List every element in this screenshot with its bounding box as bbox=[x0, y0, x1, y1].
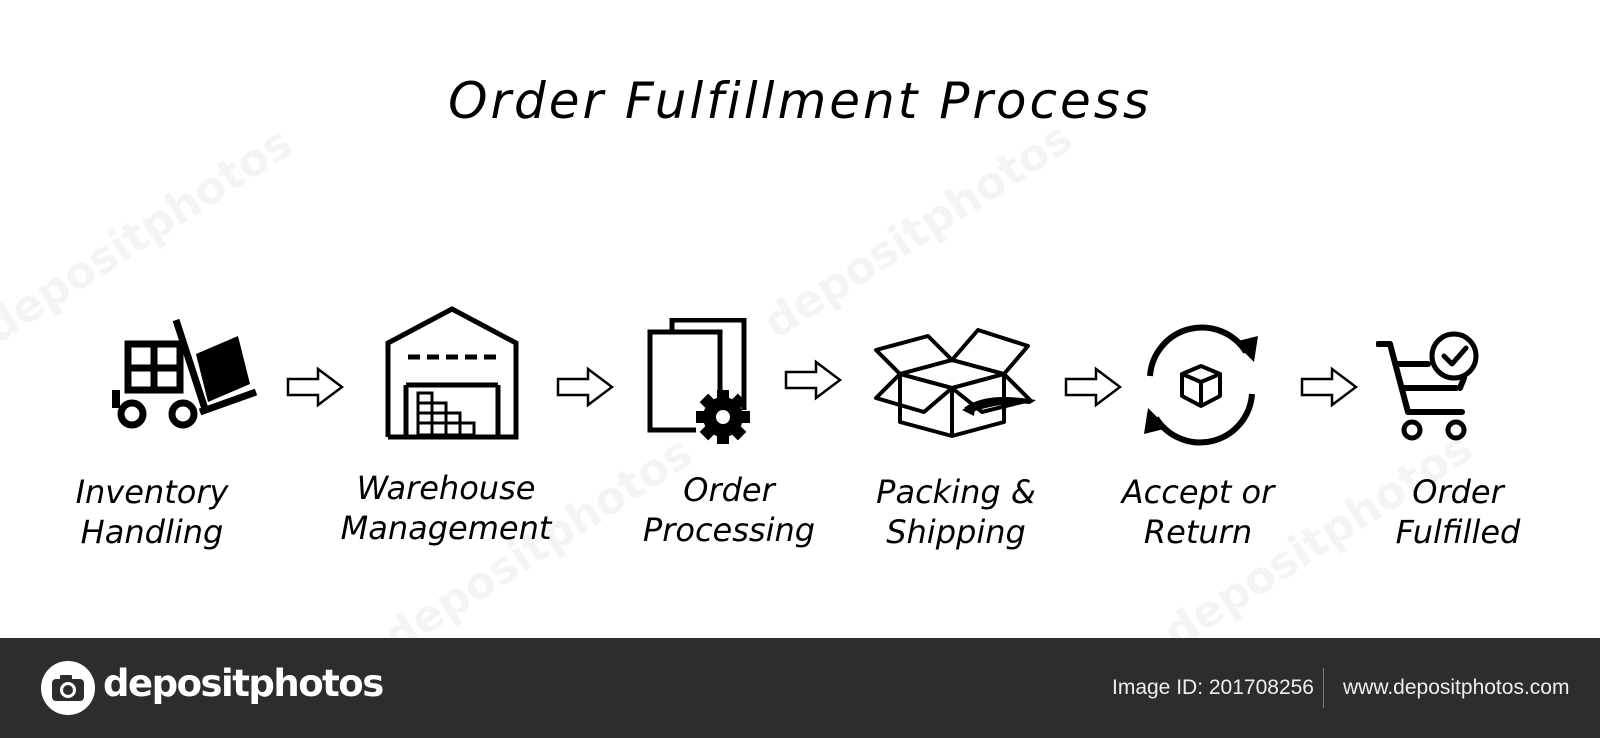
site-url: www.depositphotos.com bbox=[1343, 676, 1570, 699]
return-cycle-icon bbox=[1144, 324, 1258, 446]
flow-arrow-icon bbox=[286, 366, 344, 408]
step-label-line: Return bbox=[1143, 513, 1253, 551]
document-gear-icon bbox=[647, 318, 750, 444]
image-id: Image ID: 201708256 bbox=[1112, 676, 1314, 699]
flow-arrow-icon bbox=[1064, 366, 1122, 408]
step-label-warehouse-management: Warehouse Management bbox=[306, 468, 586, 548]
step-label-line: Order bbox=[683, 471, 775, 509]
flow-arrow-icon bbox=[784, 359, 842, 401]
step-label-line: Processing bbox=[642, 511, 816, 549]
step-label-line: Inventory bbox=[75, 473, 229, 511]
open-box-icon bbox=[874, 328, 1036, 438]
step-label-line: Handling bbox=[80, 513, 224, 551]
brand-name: depositphotos bbox=[103, 662, 384, 705]
step-label-line: Accept or bbox=[1121, 473, 1275, 511]
step-label-packing-shipping: Packing & Shipping bbox=[816, 472, 1096, 552]
step-label-order-fulfilled: Order Fulfilled bbox=[1318, 472, 1598, 552]
watermark: depositphotos bbox=[755, 112, 1081, 349]
step-label-line: Order bbox=[1412, 473, 1504, 511]
cart-check-icon bbox=[1376, 331, 1479, 441]
diagram-title: Order Fulfillment Process bbox=[448, 72, 1152, 130]
footer-bar: depositphotos Image ID: 201708256 www.de… bbox=[0, 638, 1600, 738]
flow-arrow-icon bbox=[556, 366, 614, 408]
flow-arrow-icon bbox=[1300, 366, 1358, 408]
step-label-line: Fulfilled bbox=[1395, 513, 1521, 551]
step-label-line: Shipping bbox=[886, 513, 1026, 551]
forklift-icon bbox=[112, 318, 258, 429]
footer-divider bbox=[1323, 668, 1324, 708]
step-label-order-processing: Order Processing bbox=[589, 470, 869, 550]
step-label-line: Packing & bbox=[876, 473, 1036, 511]
warehouse-icon bbox=[385, 306, 519, 440]
camera-logo-icon bbox=[41, 661, 95, 715]
step-label-accept-or-return: Accept or Return bbox=[1058, 472, 1338, 552]
step-label-line: Management bbox=[340, 509, 552, 547]
step-label-inventory-handling: Inventory Handling bbox=[12, 472, 292, 552]
step-label-line: Warehouse bbox=[356, 469, 536, 507]
